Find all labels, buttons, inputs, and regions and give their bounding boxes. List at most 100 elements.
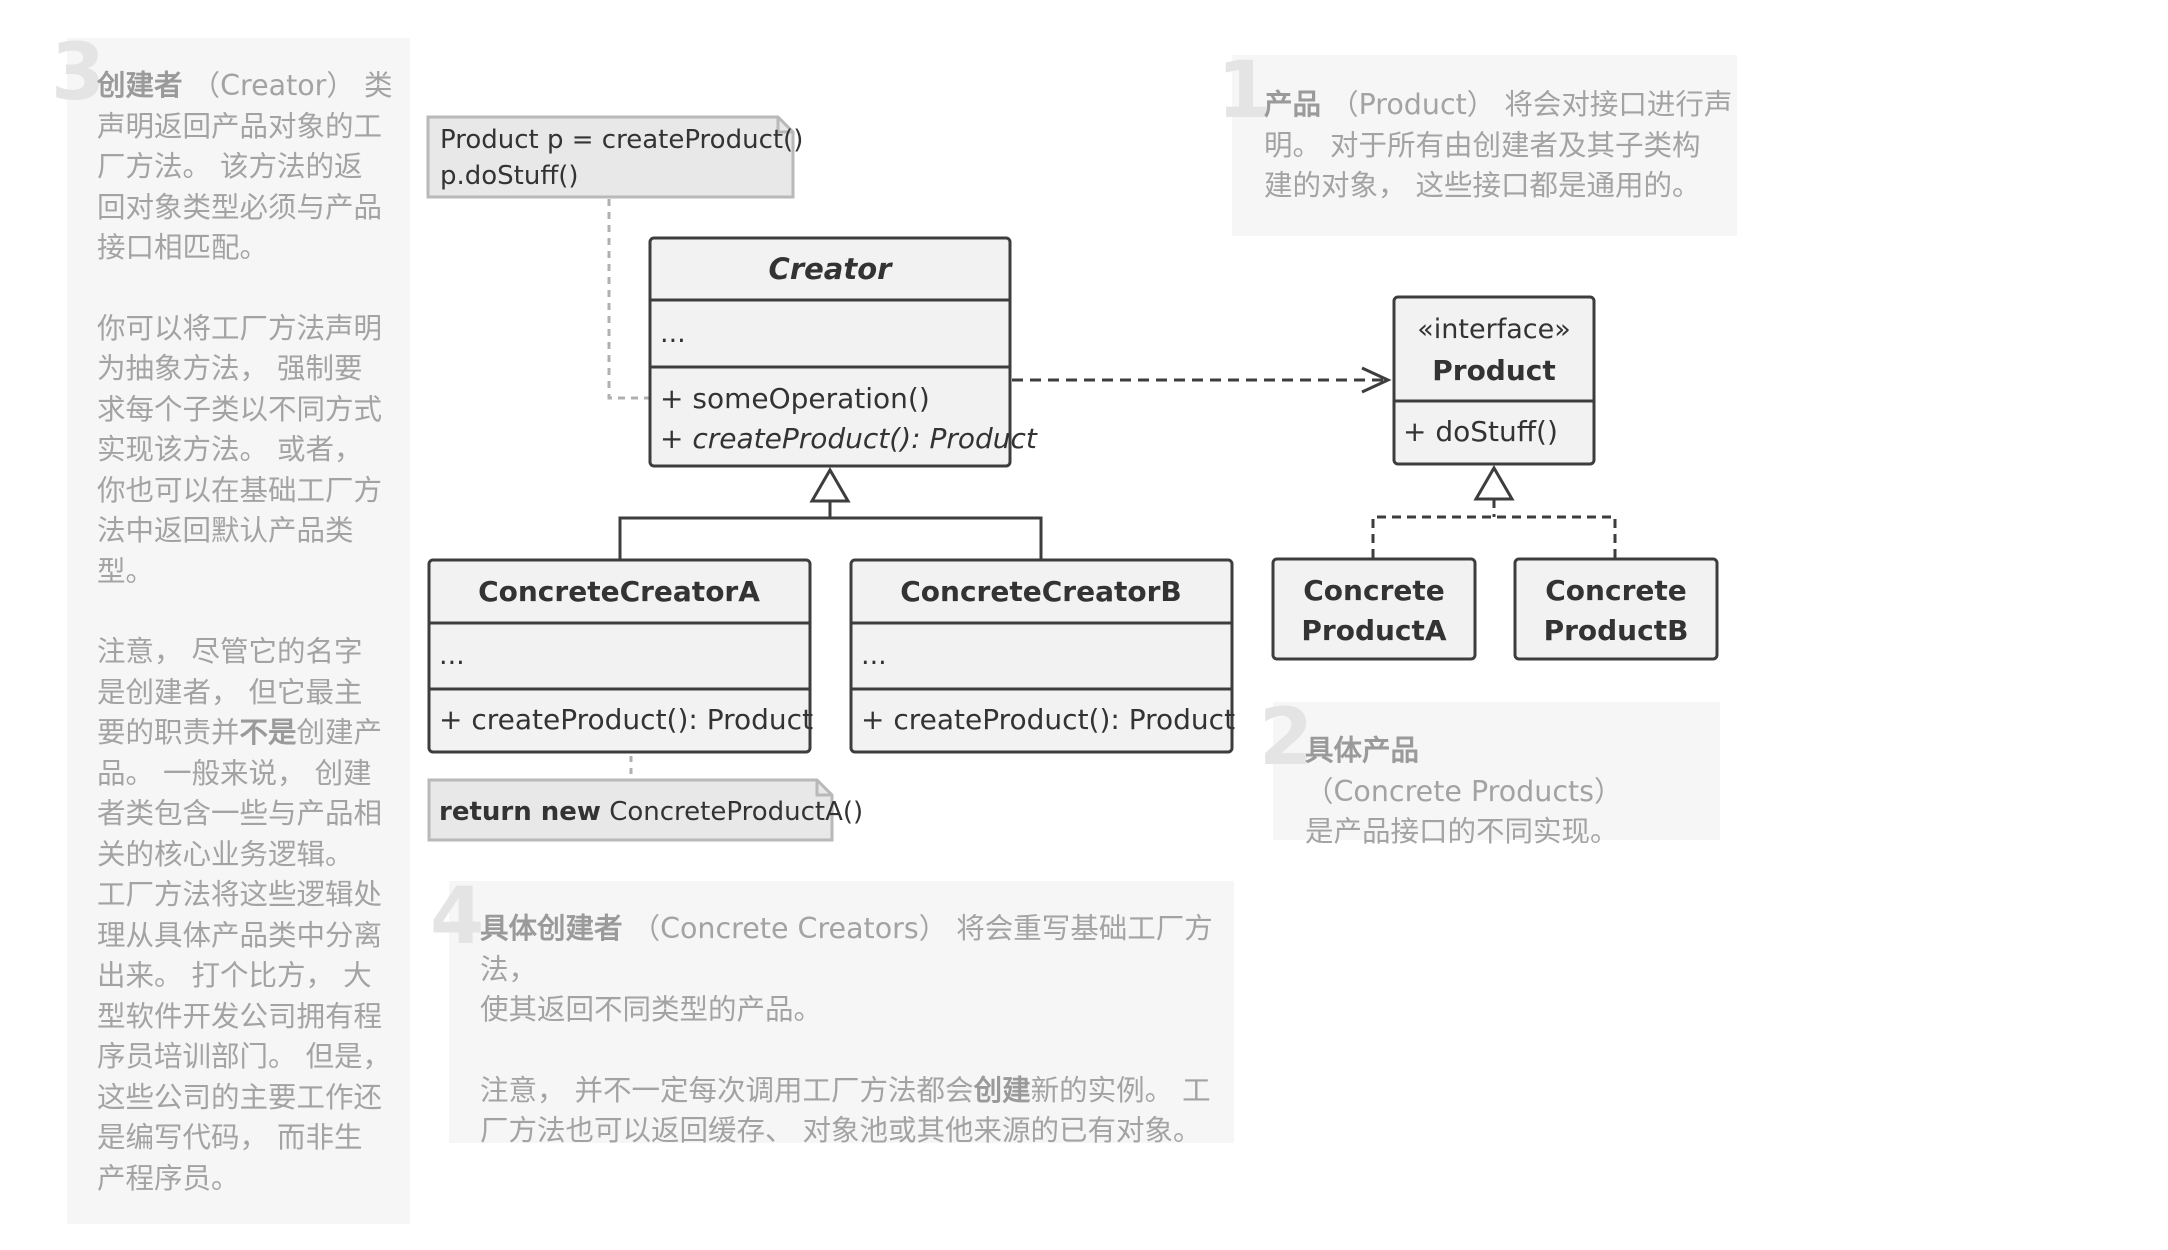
annotation-text: 产品 （Product） 将会对接口进行声 明。 对于所有由创建者及其子类构 建…: [1264, 85, 1734, 207]
annotation-concrete-products: 2 具体产品 （Concrete Products） 是产品接口的不同实现。: [1259, 699, 1720, 848]
text-line: 理从具体产品类中分离: [97, 918, 383, 952]
inheritance-lines: [618, 501, 1043, 560]
annotation-title: 具体创建者: [480, 912, 623, 945]
text-line: 实现该方法。 或者，: [97, 433, 363, 466]
dependency-arrowhead: [1361, 366, 1392, 394]
realization-triangle: [1473, 465, 1515, 501]
annotation-title: 产品: [1264, 88, 1322, 121]
text-line: 求每个子类以不同方式: [97, 392, 383, 426]
annotation-number: 4: [430, 872, 485, 962]
note-shape: [426, 115, 795, 199]
class-fields: ...: [660, 318, 686, 349]
text-line: 厂方法。 该方法的返: [97, 150, 363, 183]
text-line: 产程序员。: [97, 1161, 240, 1195]
annotation-product: 1 产品 （Product） 将会对接口进行声 明。 对于所有由创建者及其子类构…: [1217, 52, 1737, 236]
interface-stereotype: «interface»: [1417, 314, 1570, 345]
emphasis-text: 不是: [239, 716, 297, 749]
text-line: 出来。 打个比方， 大: [97, 959, 372, 992]
annotation-number: 1: [1217, 46, 1272, 136]
text-line: 建的对象， 这些接口都是通用的。: [1264, 169, 1701, 202]
note-fold: [776, 117, 793, 134]
class-method-abstract: + createProduct(): Product: [660, 422, 1038, 455]
text-line: 序员培训部门。 但是，: [97, 1040, 392, 1073]
text-line: 明。 对于所有由创建者及其子类构: [1264, 128, 1701, 162]
class-concrete-creator-b: ConcreteCreatorB ... + createProduct(): …: [849, 558, 1235, 754]
note-shape: [427, 778, 834, 842]
class-box: [849, 558, 1234, 754]
text-line: 是创建者， 但它最主: [97, 675, 363, 709]
text-line: 关的核心业务逻辑。: [97, 837, 354, 871]
text-line: 这些公司的主要工作还: [97, 1080, 383, 1114]
class-name: ConcreteCreatorA: [478, 575, 760, 608]
note-creator-usage: Product p = createProduct() p.doStuff(): [426, 115, 803, 199]
class-method: + createProduct(): Product: [439, 703, 813, 736]
class-box: [427, 558, 812, 754]
text-line: 使其返回不同类型的产品。: [480, 993, 823, 1026]
annotation-title: 创建者: [97, 69, 183, 102]
interface-method: + doStuff(): [1403, 415, 1558, 448]
class-box: [1271, 557, 1477, 661]
text-line: （Concrete Products）: [1305, 774, 1623, 808]
annotation-number: 2: [1259, 693, 1314, 783]
text-line: 注意， 尽管它的名字: [97, 635, 363, 668]
class-box: [1513, 557, 1719, 661]
class-concrete-creator-a: ConcreteCreatorA ... + createProduct(): …: [427, 558, 813, 754]
text-line: 型软件开发公司拥有程: [97, 999, 383, 1033]
emphasis-text: 创建: [973, 1073, 1031, 1107]
text-line: 你也可以在基础工厂方: [97, 473, 383, 507]
note-keyword: return new: [439, 797, 601, 827]
text-line: （Creator） 类: [191, 69, 393, 102]
annotation-number: 3: [51, 28, 106, 118]
note-fold: [815, 780, 832, 797]
text-fragment: 新的实例。 工: [1030, 1073, 1211, 1107]
text-fragment: 创建产: [296, 716, 383, 749]
class-method: + someOperation(): [660, 382, 930, 415]
text-line: （Concrete Creators） 将会重写基础工厂方法，: [480, 912, 1213, 986]
annotation-text: 具体创建者 （Concrete Creators） 将会重写基础工厂方法， 使其…: [480, 909, 1220, 1152]
text-line: 接口相匹配。: [97, 231, 269, 264]
class-method: + createProduct(): Product: [861, 703, 1235, 736]
interface-name: Product: [1432, 354, 1556, 387]
note-line: p.doStuff(): [440, 161, 579, 191]
class-concrete-product-b: Concrete ProductB: [1513, 557, 1719, 661]
annotation-concrete-creators: 4 具体创建者 （Concrete Creators） 将会重写基础工厂方法， …: [430, 878, 1234, 1147]
class-creator: Creator ... + someOperation() + createPr…: [648, 236, 1038, 468]
inheritance-triangle: [809, 467, 851, 503]
class-fields: ...: [861, 640, 887, 671]
annotation-text: 创建者 （Creator） 类 声明返回产品对象的工 厂方法。 该方法的返 回对…: [97, 66, 447, 1199]
interface-product: «interface» Product + doStuff(): [1392, 295, 1596, 466]
class-name-line: ProductB: [1544, 614, 1689, 647]
class-name: ConcreteCreatorB: [900, 575, 1182, 608]
text-line: 为抽象方法， 强制要: [97, 352, 363, 385]
text-line: 你可以将工厂方法声明: [97, 311, 383, 345]
class-name-line: Concrete: [1545, 574, 1687, 607]
text-line: 回对象类型必须与产品: [97, 190, 383, 224]
text-line: 工厂方法将这些逻辑处: [97, 878, 383, 911]
note-creator-a-return: return new ConcreteProductA(): [427, 778, 863, 842]
text-line: 厂方法也可以返回缓存、 对象池或其他来源的已有对象。: [480, 1114, 1202, 1147]
text-line: 型。: [97, 554, 155, 588]
text-line: （Product） 将会对接口进行声: [1330, 88, 1733, 121]
text-line: 品。 一般来说， 创建: [97, 756, 372, 790]
class-concrete-product-a: Concrete ProductA: [1271, 557, 1477, 661]
annotation-title: 具体产品: [1305, 734, 1420, 767]
annotation-text: 具体产品 （Concrete Products） 是产品接口的不同实现。: [1305, 731, 1735, 853]
text-line: 是编写代码， 而非生: [97, 1121, 363, 1154]
class-name: Creator: [769, 252, 894, 286]
note-connector: [607, 199, 650, 400]
note-text: ConcreteProductA(): [601, 797, 863, 827]
note-line: return new ConcreteProductA(): [439, 797, 863, 827]
text-line: 声明返回产品对象的工: [97, 109, 383, 143]
note-line: Product p = createProduct(): [440, 125, 803, 155]
realization-lines: [1371, 499, 1617, 558]
text-fragment: 注意， 并不一定每次调用工厂方法都会: [480, 1073, 974, 1107]
class-name-line: ProductA: [1301, 614, 1447, 647]
text-fragment: 要的职责并: [97, 716, 240, 749]
text-line: 是产品接口的不同实现。: [1305, 815, 1619, 848]
class-fields: ...: [439, 640, 465, 671]
text-line: 法中返回默认产品类: [97, 514, 354, 547]
text-line: 者类包含一些与产品相: [97, 797, 383, 830]
interface-box: [1392, 295, 1596, 466]
